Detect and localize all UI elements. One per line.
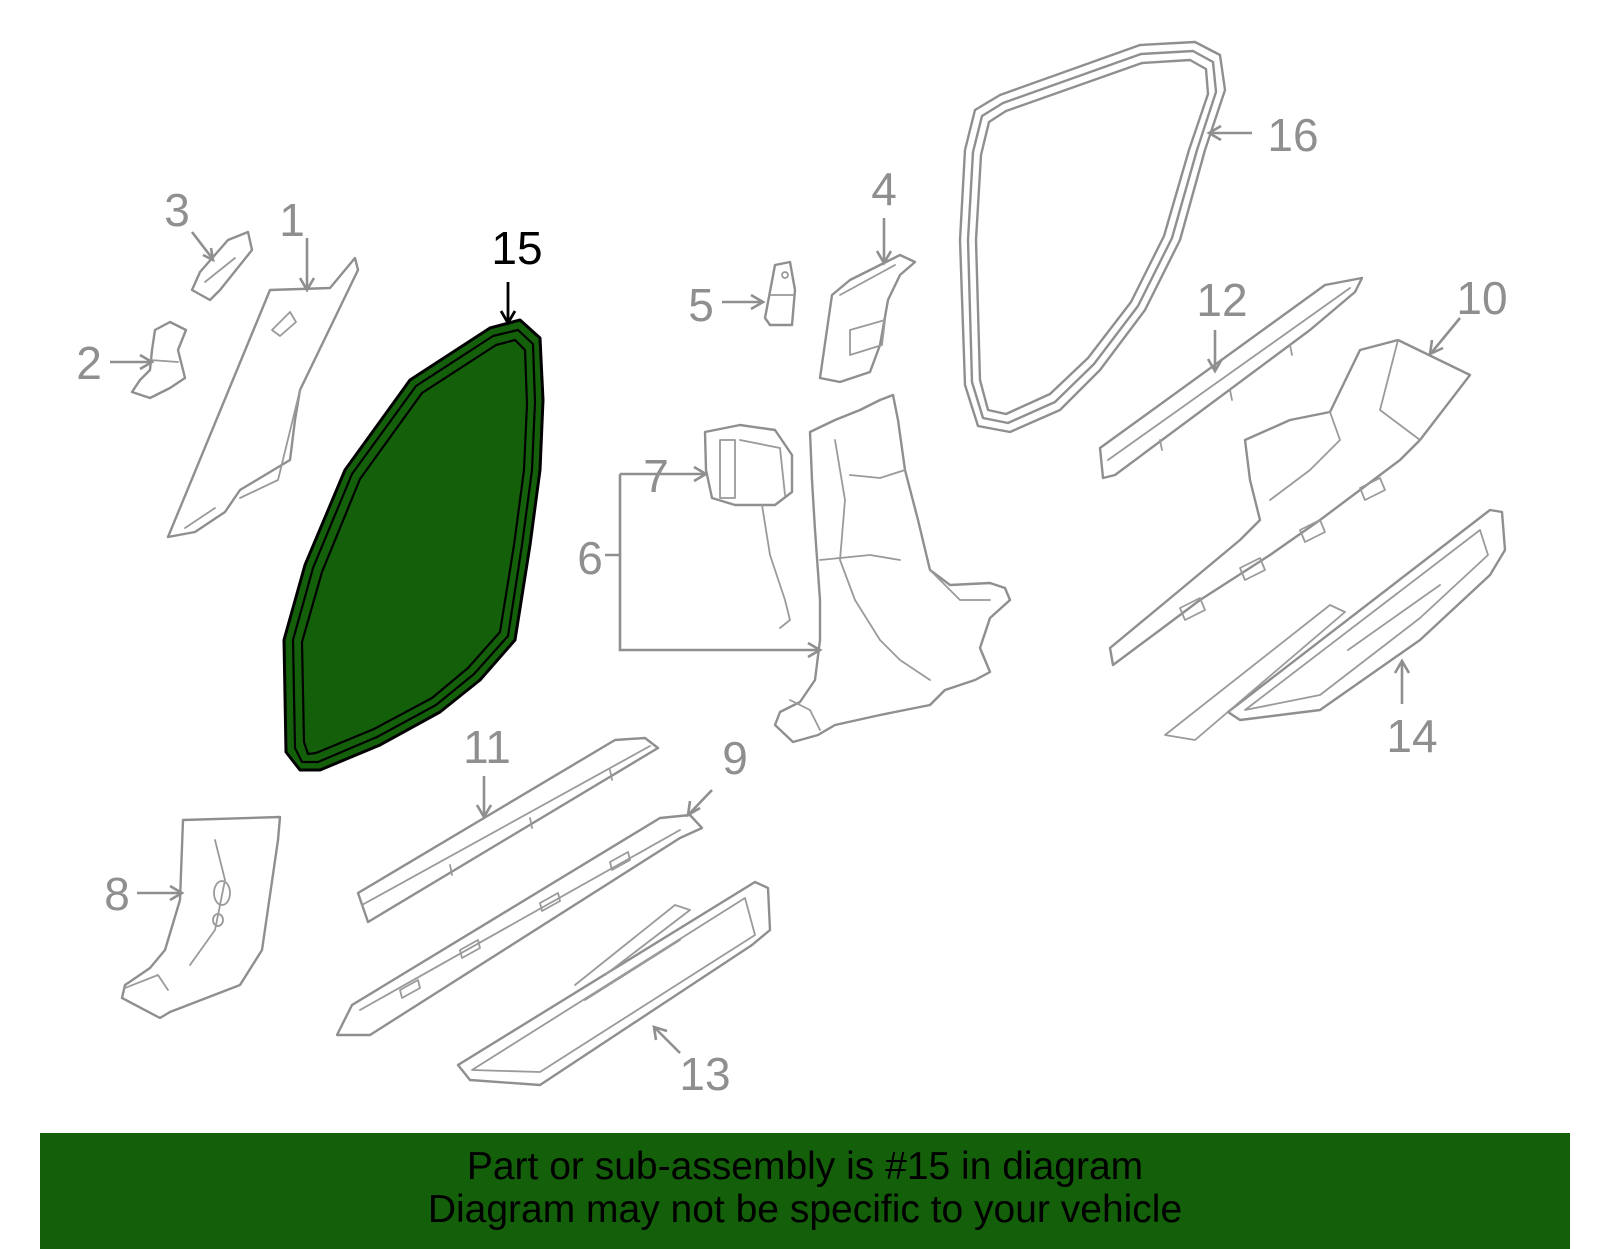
part-4-upper-trim [818, 253, 917, 384]
part-5-clip [763, 260, 797, 327]
part-8-lower-panel [120, 815, 282, 1020]
callout-label-4: 4 [871, 163, 897, 215]
callout-label-11: 11 [463, 721, 511, 773]
part-13-scuff-plate [456, 880, 772, 1087]
callout-label-7: 7 [643, 450, 669, 502]
banner-line-1: Part or sub-assembly is #15 in diagram [466, 1145, 1144, 1188]
callout-label-6: 6 [577, 532, 603, 584]
part-11-sill-strip [356, 736, 660, 924]
part-7-component [703, 423, 794, 629]
callout-label-13: 13 [679, 1048, 730, 1100]
leader-6-bracket [618, 555, 818, 652]
part-1-pillar-trim [166, 256, 360, 539]
callout-label-8: 8 [104, 868, 130, 920]
callout-label-16: 16 [1267, 109, 1318, 161]
part-16-rear-door-seal [958, 40, 1227, 434]
callout-label-15: 15 [491, 222, 542, 274]
leader-9 [689, 789, 713, 814]
callout-label-3: 3 [164, 184, 190, 236]
callout-label-14: 14 [1386, 710, 1437, 762]
info-banner: Part or sub-assembly is #15 in diagram D… [40, 1133, 1570, 1249]
part-3-clip [190, 230, 254, 302]
callout-label-9: 9 [722, 732, 748, 784]
callout-label-2: 2 [76, 337, 102, 389]
part-6-b-pillar-trim [773, 393, 1012, 744]
leader-13 [654, 1027, 681, 1054]
callout-label-12: 12 [1196, 274, 1247, 326]
part-10-quarter-trim [1108, 338, 1472, 667]
part-2-clip [130, 320, 188, 400]
part-15-door-seal [282, 318, 545, 772]
callout-label-1: 1 [279, 194, 305, 246]
banner-line-2: Diagram may not be specific to your vehi… [427, 1188, 1183, 1231]
callout-label-5: 5 [688, 279, 714, 331]
part-14-rear-scuff-plate [1164, 508, 1507, 741]
callout-label-10: 10 [1456, 272, 1507, 324]
part-12-trim-strip [1098, 276, 1364, 480]
part-9-sill-trim [335, 813, 704, 1037]
leader-10 [1430, 317, 1462, 353]
leader-3 [190, 231, 214, 259]
